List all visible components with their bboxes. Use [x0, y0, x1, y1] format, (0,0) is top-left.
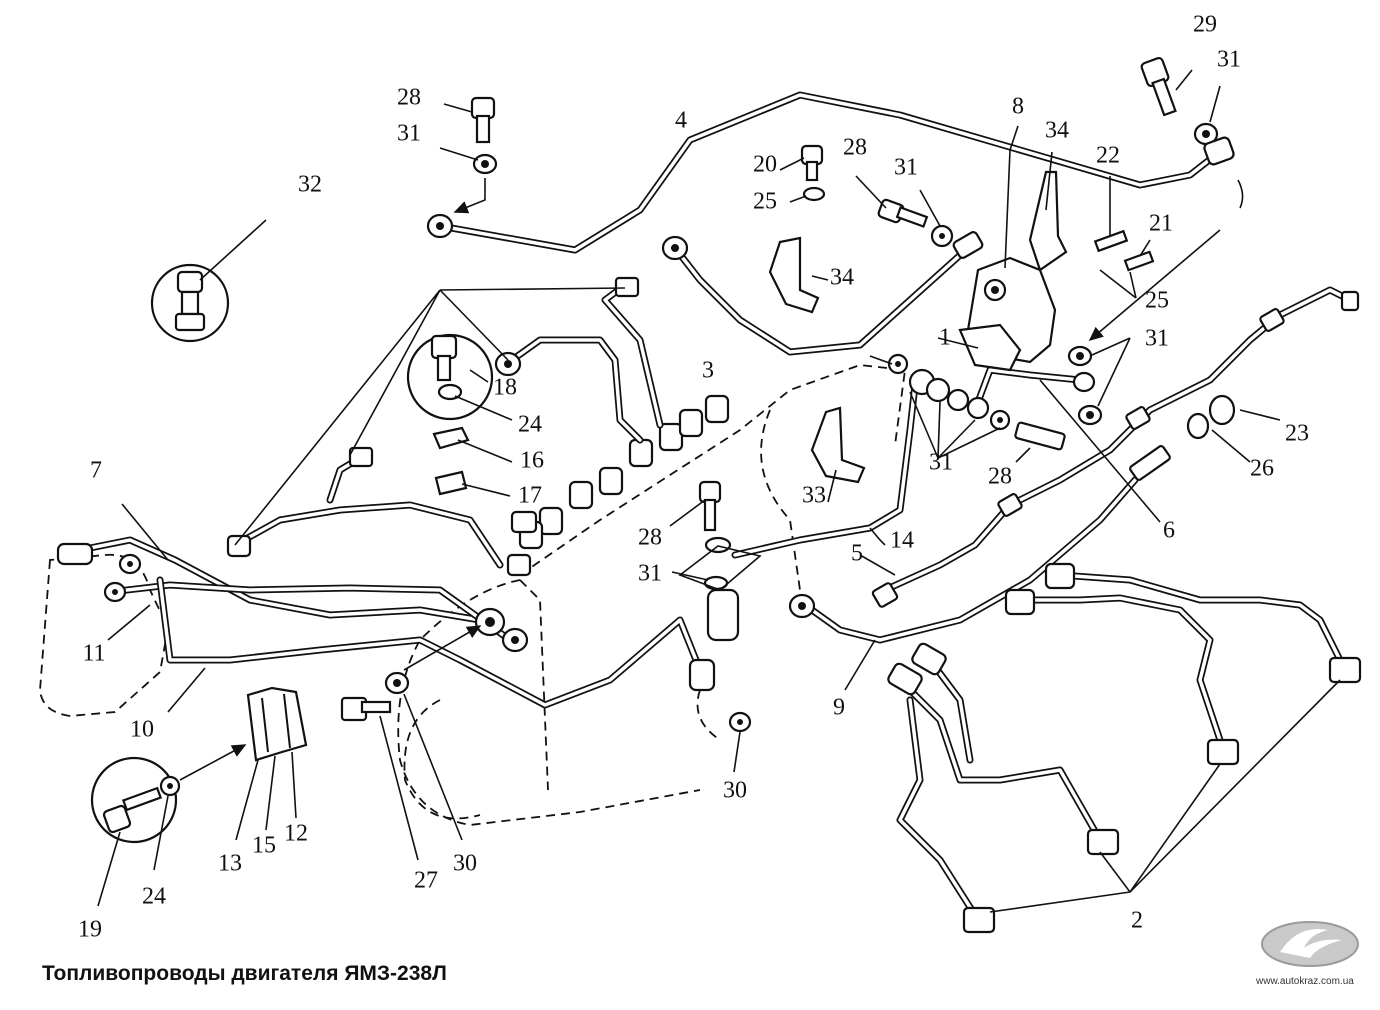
callout-20: 20 [753, 152, 777, 178]
callout-30: 30 [453, 851, 477, 877]
callout-14: 14 [890, 528, 914, 554]
callout-5: 5 [851, 541, 863, 567]
fittings [56, 56, 1362, 934]
callout-28: 28 [843, 135, 867, 161]
logo-icon [1261, 921, 1359, 967]
callout-24: 24 [142, 884, 166, 910]
callout-11: 11 [82, 641, 105, 667]
callout-29: 29 [1193, 12, 1217, 38]
callout-15: 15 [252, 833, 276, 859]
callout-33: 33 [802, 483, 826, 509]
callout-7: 7 [90, 458, 102, 484]
callout-1: 1 [939, 325, 951, 351]
callout-30: 30 [723, 778, 747, 804]
callout-31: 31 [1217, 47, 1241, 73]
callouts: 1 2 3 4 5 6 7 8 9 10 11 12 13 14 15 16 1… [78, 12, 1309, 943]
engine-block-outline [39, 364, 907, 826]
callout-16: 16 [520, 448, 544, 474]
callout-18: 18 [493, 375, 517, 401]
callout-8: 8 [1012, 94, 1024, 120]
callout-31: 31 [894, 155, 918, 181]
callout-17: 17 [518, 483, 542, 509]
callout-24: 24 [518, 412, 542, 438]
callout-25: 25 [753, 189, 777, 215]
callout-6: 6 [1163, 518, 1175, 544]
callout-27: 27 [414, 868, 438, 894]
callout-34: 34 [1045, 118, 1069, 144]
callout-26: 26 [1250, 456, 1274, 482]
callout-28: 28 [638, 525, 662, 551]
injection-pump-sections [518, 394, 730, 550]
callout-28: 28 [397, 85, 421, 111]
callout-31: 31 [397, 121, 421, 147]
callout-19: 19 [78, 917, 102, 943]
brackets [768, 170, 1068, 484]
callout-23: 23 [1285, 421, 1309, 447]
callout-25: 25 [1145, 288, 1169, 314]
inset-details [90, 263, 494, 844]
callout-31: 31 [929, 450, 953, 476]
callout-28: 28 [988, 464, 1012, 490]
callout-31: 31 [638, 561, 662, 587]
callout-9: 9 [833, 695, 845, 721]
callout-32: 32 [298, 172, 322, 198]
callout-4: 4 [675, 108, 687, 134]
fuel-pipes [66, 91, 1354, 919]
callout-34: 34 [830, 265, 854, 291]
callout-21: 21 [1149, 211, 1173, 237]
diagram-title: Топливопроводы двигателя ЯМЗ-238Л [42, 962, 447, 985]
callout-2: 2 [1131, 908, 1143, 934]
callout-31: 31 [1145, 326, 1169, 352]
callout-10: 10 [130, 717, 154, 743]
callout-3: 3 [702, 358, 714, 384]
callout-12: 12 [284, 821, 308, 847]
callout-13: 13 [218, 851, 242, 877]
callout-22: 22 [1096, 143, 1120, 169]
leader-lines [97, 69, 1341, 913]
website-url: www.autokraz.com.ua [1256, 976, 1354, 987]
